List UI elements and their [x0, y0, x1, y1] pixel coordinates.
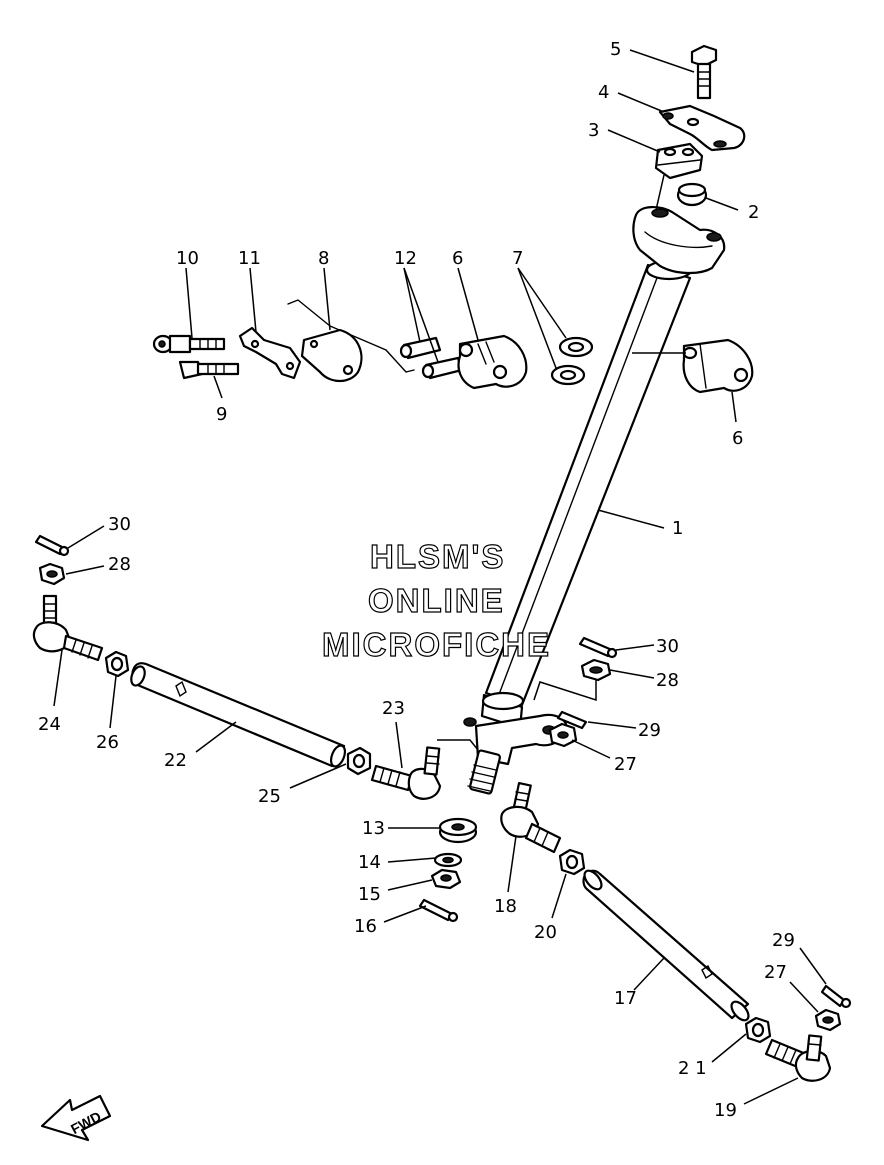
callout-1: 1 [672, 518, 683, 539]
cap-2 [676, 182, 708, 207]
callout-15: 15 [358, 884, 381, 905]
callout-labels: 5 4 3 2 10 11 8 12 6 7 9 6 1 30 28 24 26… [38, 39, 795, 1121]
callout-27-lower: 27 [764, 962, 787, 983]
watermark-line-1: HLSM'S [370, 538, 505, 575]
cable-lever-8 [287, 299, 415, 383]
watermark-line-2: ONLINE [368, 582, 505, 619]
callout-4: 4 [598, 82, 609, 103]
nut-28-right [533, 658, 612, 702]
clamp-6-left [457, 334, 528, 390]
callout-27-right: 27 [614, 754, 637, 775]
bracket-11 [238, 326, 302, 380]
callout-28-left: 28 [108, 554, 131, 575]
washer-13 [438, 817, 478, 844]
callout-19: 19 [714, 1100, 737, 1121]
leader-3-shaft [655, 174, 665, 211]
callout-3: 3 [588, 120, 599, 141]
callout-20: 20 [534, 922, 557, 943]
ball-joint-24 [32, 594, 104, 662]
callout-18: 18 [494, 896, 517, 917]
plate-4 [658, 104, 746, 152]
cotter-pin-16 [418, 898, 459, 923]
washer-14 [433, 852, 463, 868]
cotter-pin-30-left [34, 534, 70, 557]
bolt-10 [152, 334, 226, 354]
shaft-top-yoke [632, 206, 726, 275]
callout-6-left: 6 [452, 248, 463, 269]
callout-28-right: 28 [656, 670, 679, 691]
callout-30-right: 30 [656, 636, 679, 657]
cotter-pin-29-lower [820, 984, 852, 1009]
callout-21: 2 1 [678, 1058, 707, 1079]
callout-16: 16 [354, 916, 377, 937]
leader-lines [53, 49, 827, 1105]
nut-27-lower [814, 1008, 842, 1032]
watermark-line-3: MICROFICHE [322, 626, 551, 663]
callout-29-right: 29 [638, 720, 661, 741]
callout-2: 2 [748, 202, 759, 223]
shaft-pitman-arm [437, 713, 568, 795]
callout-24: 24 [38, 714, 61, 735]
callout-5: 5 [610, 39, 621, 60]
callout-29-lower: 29 [772, 930, 795, 951]
callout-30-left: 30 [108, 514, 131, 535]
nut-21 [744, 1016, 772, 1044]
ball-joint-18 [500, 781, 562, 854]
callout-7: 7 [512, 248, 523, 269]
nut-28-left [38, 562, 66, 586]
callout-8: 8 [318, 248, 329, 269]
nut-26 [104, 650, 130, 678]
washers-7 [550, 336, 594, 386]
nut-15 [430, 868, 462, 890]
clamp-6-right [632, 338, 754, 394]
callout-9: 9 [216, 404, 227, 425]
callout-10: 10 [176, 248, 199, 269]
tie-rod-22 [130, 662, 347, 768]
callout-11: 11 [238, 248, 261, 269]
callout-17: 17 [614, 988, 637, 1009]
nut-25 [346, 746, 372, 776]
fwd-arrow-icon: FWD [40, 1094, 112, 1142]
watermark: HLSM'S ONLINE MICROFICHE [321, 537, 551, 663]
cotter-pin-29-right [556, 710, 588, 730]
tie-rod-17 [582, 869, 750, 1022]
callout-13: 13 [362, 818, 385, 839]
clamp-3 [654, 142, 704, 180]
callout-22: 22 [164, 750, 187, 771]
nut-27-right [548, 722, 578, 748]
callout-14: 14 [358, 852, 381, 873]
bolt-5 [690, 44, 718, 100]
callout-12: 12 [394, 248, 417, 269]
ball-joint-19 [764, 1034, 832, 1082]
cotter-pin-30-right [578, 636, 618, 659]
callout-25: 25 [258, 786, 281, 807]
bolt-9 [178, 360, 240, 380]
callout-6-right: 6 [732, 428, 743, 449]
callout-26: 26 [96, 732, 119, 753]
ball-joint-23 [370, 746, 442, 800]
callout-23: 23 [382, 698, 405, 719]
nut-20 [558, 848, 586, 876]
